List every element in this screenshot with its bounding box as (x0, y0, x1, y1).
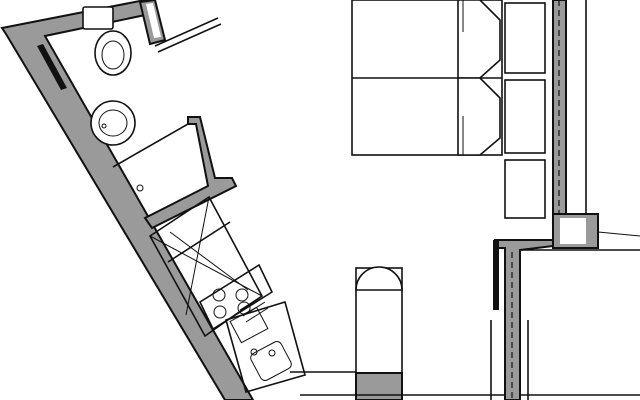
right-corner-pillar (552, 213, 599, 249)
toilet (82, 6, 132, 76)
bathroom-door[interactable] (154, 17, 222, 53)
bathroom-door-jamb (138, 0, 167, 46)
entry-threshold-block (290, 371, 640, 400)
double-bed[interactable] (351, 0, 503, 156)
right-wall (552, 0, 587, 248)
kitchen-sink (225, 295, 306, 393)
armchair (504, 159, 546, 219)
bathroom-partition-wall (143, 116, 238, 230)
nightstand-middle (504, 79, 546, 154)
washbasin (90, 100, 136, 146)
cooktop (198, 263, 274, 331)
outer-wall-left (0, 0, 255, 400)
bathroom-window (37, 44, 67, 90)
lower-wall (493, 231, 640, 400)
shower (112, 123, 189, 192)
nightstand-top (504, 2, 546, 74)
entry-door[interactable] (355, 266, 403, 374)
sliding-door[interactable] (490, 320, 529, 400)
kitchen-counter (148, 195, 264, 338)
